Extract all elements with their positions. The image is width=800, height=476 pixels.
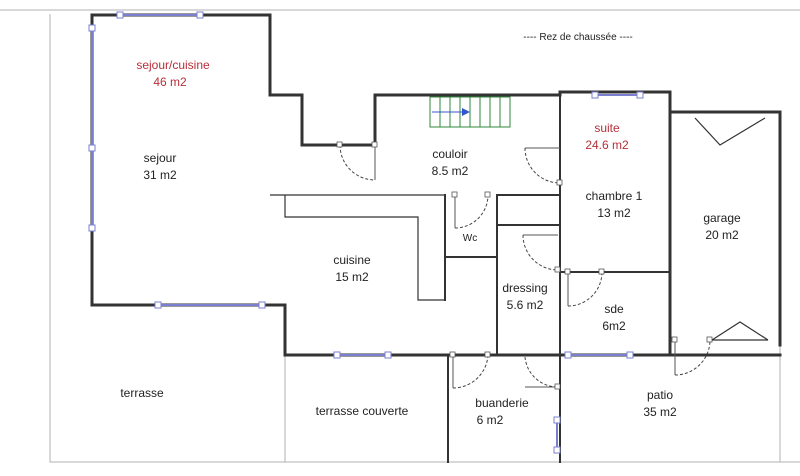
room-area: 24.6 m2 [585, 138, 629, 152]
room-terrasse-couverte: terrasse couverte [316, 404, 409, 418]
garage-door-symbols [694, 117, 769, 341]
room-name: Wc [463, 233, 477, 244]
room-patio: patio 35 m2 [643, 388, 677, 419]
room-name: chambre 1 [586, 189, 643, 203]
room-couloir: couloir 8.5 m2 [432, 147, 469, 178]
interior-walls [270, 94, 672, 463]
room-sejour-cuisine: sejour/cuisine 46 m2 [136, 58, 210, 89]
room-name: suite [594, 121, 620, 135]
stair-arrow-icon [462, 108, 470, 116]
room-area: 35 m2 [643, 405, 677, 419]
room-area: 15 m2 [335, 270, 369, 284]
room-cuisine: cuisine 15 m2 [333, 253, 371, 284]
room-name: garage [703, 211, 741, 225]
staircase [429, 96, 511, 128]
room-name: sejour [144, 151, 177, 165]
room-name: dressing [502, 281, 547, 295]
room-name: terrasse couverte [316, 404, 409, 418]
doors [336, 141, 713, 390]
room-sejour: sejour 31 m2 [143, 151, 177, 182]
room-wc: Wc [463, 233, 477, 244]
room-area: 6m2 [602, 319, 626, 333]
room-area: 46 m2 [153, 75, 187, 89]
room-name: sde [604, 302, 624, 316]
room-suite: suite 24.6 m2 [585, 121, 629, 152]
room-terrasse: terrasse [120, 386, 164, 400]
room-area: 20 m2 [705, 228, 739, 242]
windows [88, 11, 644, 454]
room-name: sejour/cuisine [136, 58, 210, 72]
room-name: cuisine [333, 253, 371, 267]
room-name: buanderie [475, 396, 529, 410]
room-chambre-1: chambre 1 13 m2 [586, 189, 643, 220]
room-sde: sde 6m2 [602, 302, 626, 333]
room-buanderie: buanderie 6 m2 [475, 396, 529, 427]
room-garage: garage 20 m2 [703, 211, 741, 242]
room-name: couloir [432, 147, 467, 161]
level-title: ---- Rez de chaussée ---- [523, 32, 632, 43]
room-name: patio [647, 388, 673, 402]
room-name: terrasse [120, 386, 164, 400]
room-area: 13 m2 [597, 206, 631, 220]
room-area: 5.6 m2 [507, 298, 544, 312]
room-area: 6 m2 [477, 413, 504, 427]
room-dressing: dressing 5.6 m2 [502, 281, 547, 312]
room-area: 31 m2 [143, 168, 177, 182]
room-area: 8.5 m2 [432, 164, 469, 178]
